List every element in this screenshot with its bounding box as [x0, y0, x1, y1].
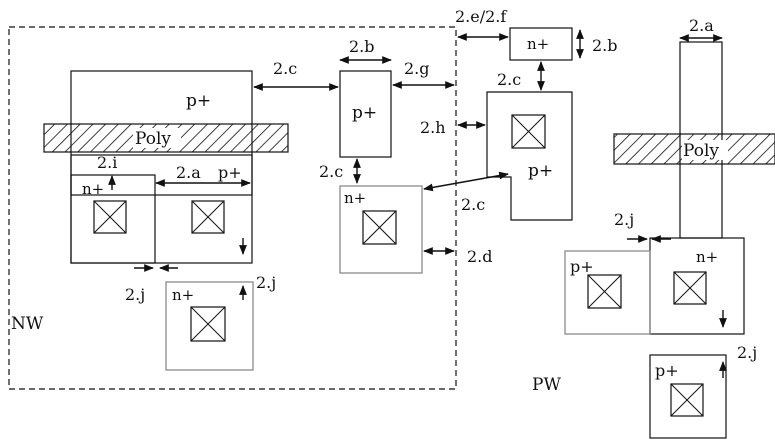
rule-2e2f-label: 2.e/2.f — [455, 7, 507, 26]
nplus-top-region — [509, 27, 573, 61]
pplus-substrate-tap — [564, 250, 651, 335]
poly-label-bg-left — [133, 128, 181, 148]
rule-2b-top-label: 2.b — [592, 36, 618, 55]
nplus-label-bottom: n+ — [172, 286, 194, 304]
rule-2g-label: 2.g — [404, 59, 430, 78]
contact-left-3 — [190, 306, 226, 342]
pplus-label-bottom: p+ — [655, 361, 679, 380]
pplus-label-large: p+ — [186, 91, 211, 111]
rule-2c-top-label: 2.c — [273, 59, 297, 78]
nplus-label-left: n+ — [82, 180, 104, 198]
nplus-mid-region — [339, 185, 423, 274]
rule-2c-diag-label: 2.c — [461, 195, 485, 214]
contact-right-2 — [587, 274, 622, 309]
pwell-label: PW — [532, 375, 561, 395]
nplus-label-top: n+ — [527, 35, 549, 53]
rule-2i-label: 2.i — [97, 153, 117, 172]
pplus-label-lower: p+ — [218, 163, 242, 182]
rule-2j-left-label: 2.j — [125, 285, 145, 304]
rule-2a-right-label: 2.a — [689, 16, 714, 35]
nplus-label-right: n+ — [696, 248, 718, 266]
poly-label-left: Poly — [135, 129, 171, 149]
contact-right-3 — [670, 383, 704, 417]
rule-2c-mid-label: 2.c — [319, 162, 343, 181]
rule-2a-left-label: 2.a — [176, 163, 201, 182]
rule-2j-mid-label: 2.j — [256, 273, 276, 292]
rule-2d-label: 2.d — [467, 247, 493, 266]
rule-2c-diag-arrow — [423, 171, 509, 192]
nplus-well-contact — [165, 281, 254, 371]
rule-2c-right-top-label: 2.c — [497, 70, 521, 89]
poly-label-right: Poly — [683, 141, 719, 161]
rule-2j-bottom-label: 2.j — [737, 343, 757, 362]
nplus-select-left — [70, 174, 156, 264]
contact-left-1 — [93, 200, 127, 234]
pplus-label-right-diff: p+ — [570, 257, 594, 276]
pplus-bottom-region — [649, 354, 727, 439]
nwell-label: NW — [11, 314, 44, 334]
nwell-boundary — [8, 26, 457, 390]
pplus-small-region — [339, 70, 392, 158]
contact-pplus-mid — [511, 114, 546, 149]
rule-2b-mid-label: 2.b — [349, 37, 375, 56]
pplus-mid-lshape — [486, 91, 573, 221]
rule-2h-label: 2.h — [420, 118, 446, 137]
nplus-label-mid: n+ — [344, 189, 366, 207]
contact-left-2 — [191, 200, 225, 234]
rule-2j-right-label: 2.j — [614, 210, 634, 229]
pplus-label-small: p+ — [352, 103, 377, 123]
pplus-label-mid: p+ — [528, 161, 553, 181]
contact-mid — [362, 210, 397, 245]
contact-right-1 — [673, 271, 707, 305]
poly-label-bg-right — [682, 140, 728, 160]
